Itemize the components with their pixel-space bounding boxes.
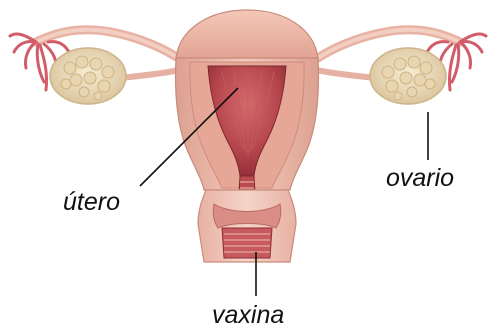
vagina-label: vaxina [212,303,284,328]
uterus-label: útero [63,190,120,215]
ovary-label: ovario [386,166,454,191]
right-ovarian-ligament [316,70,376,78]
uterus [176,10,319,210]
left-ovary [50,48,126,104]
right-ovary [370,48,446,104]
left-ovarian-ligament [120,70,180,78]
vagina [198,190,296,262]
